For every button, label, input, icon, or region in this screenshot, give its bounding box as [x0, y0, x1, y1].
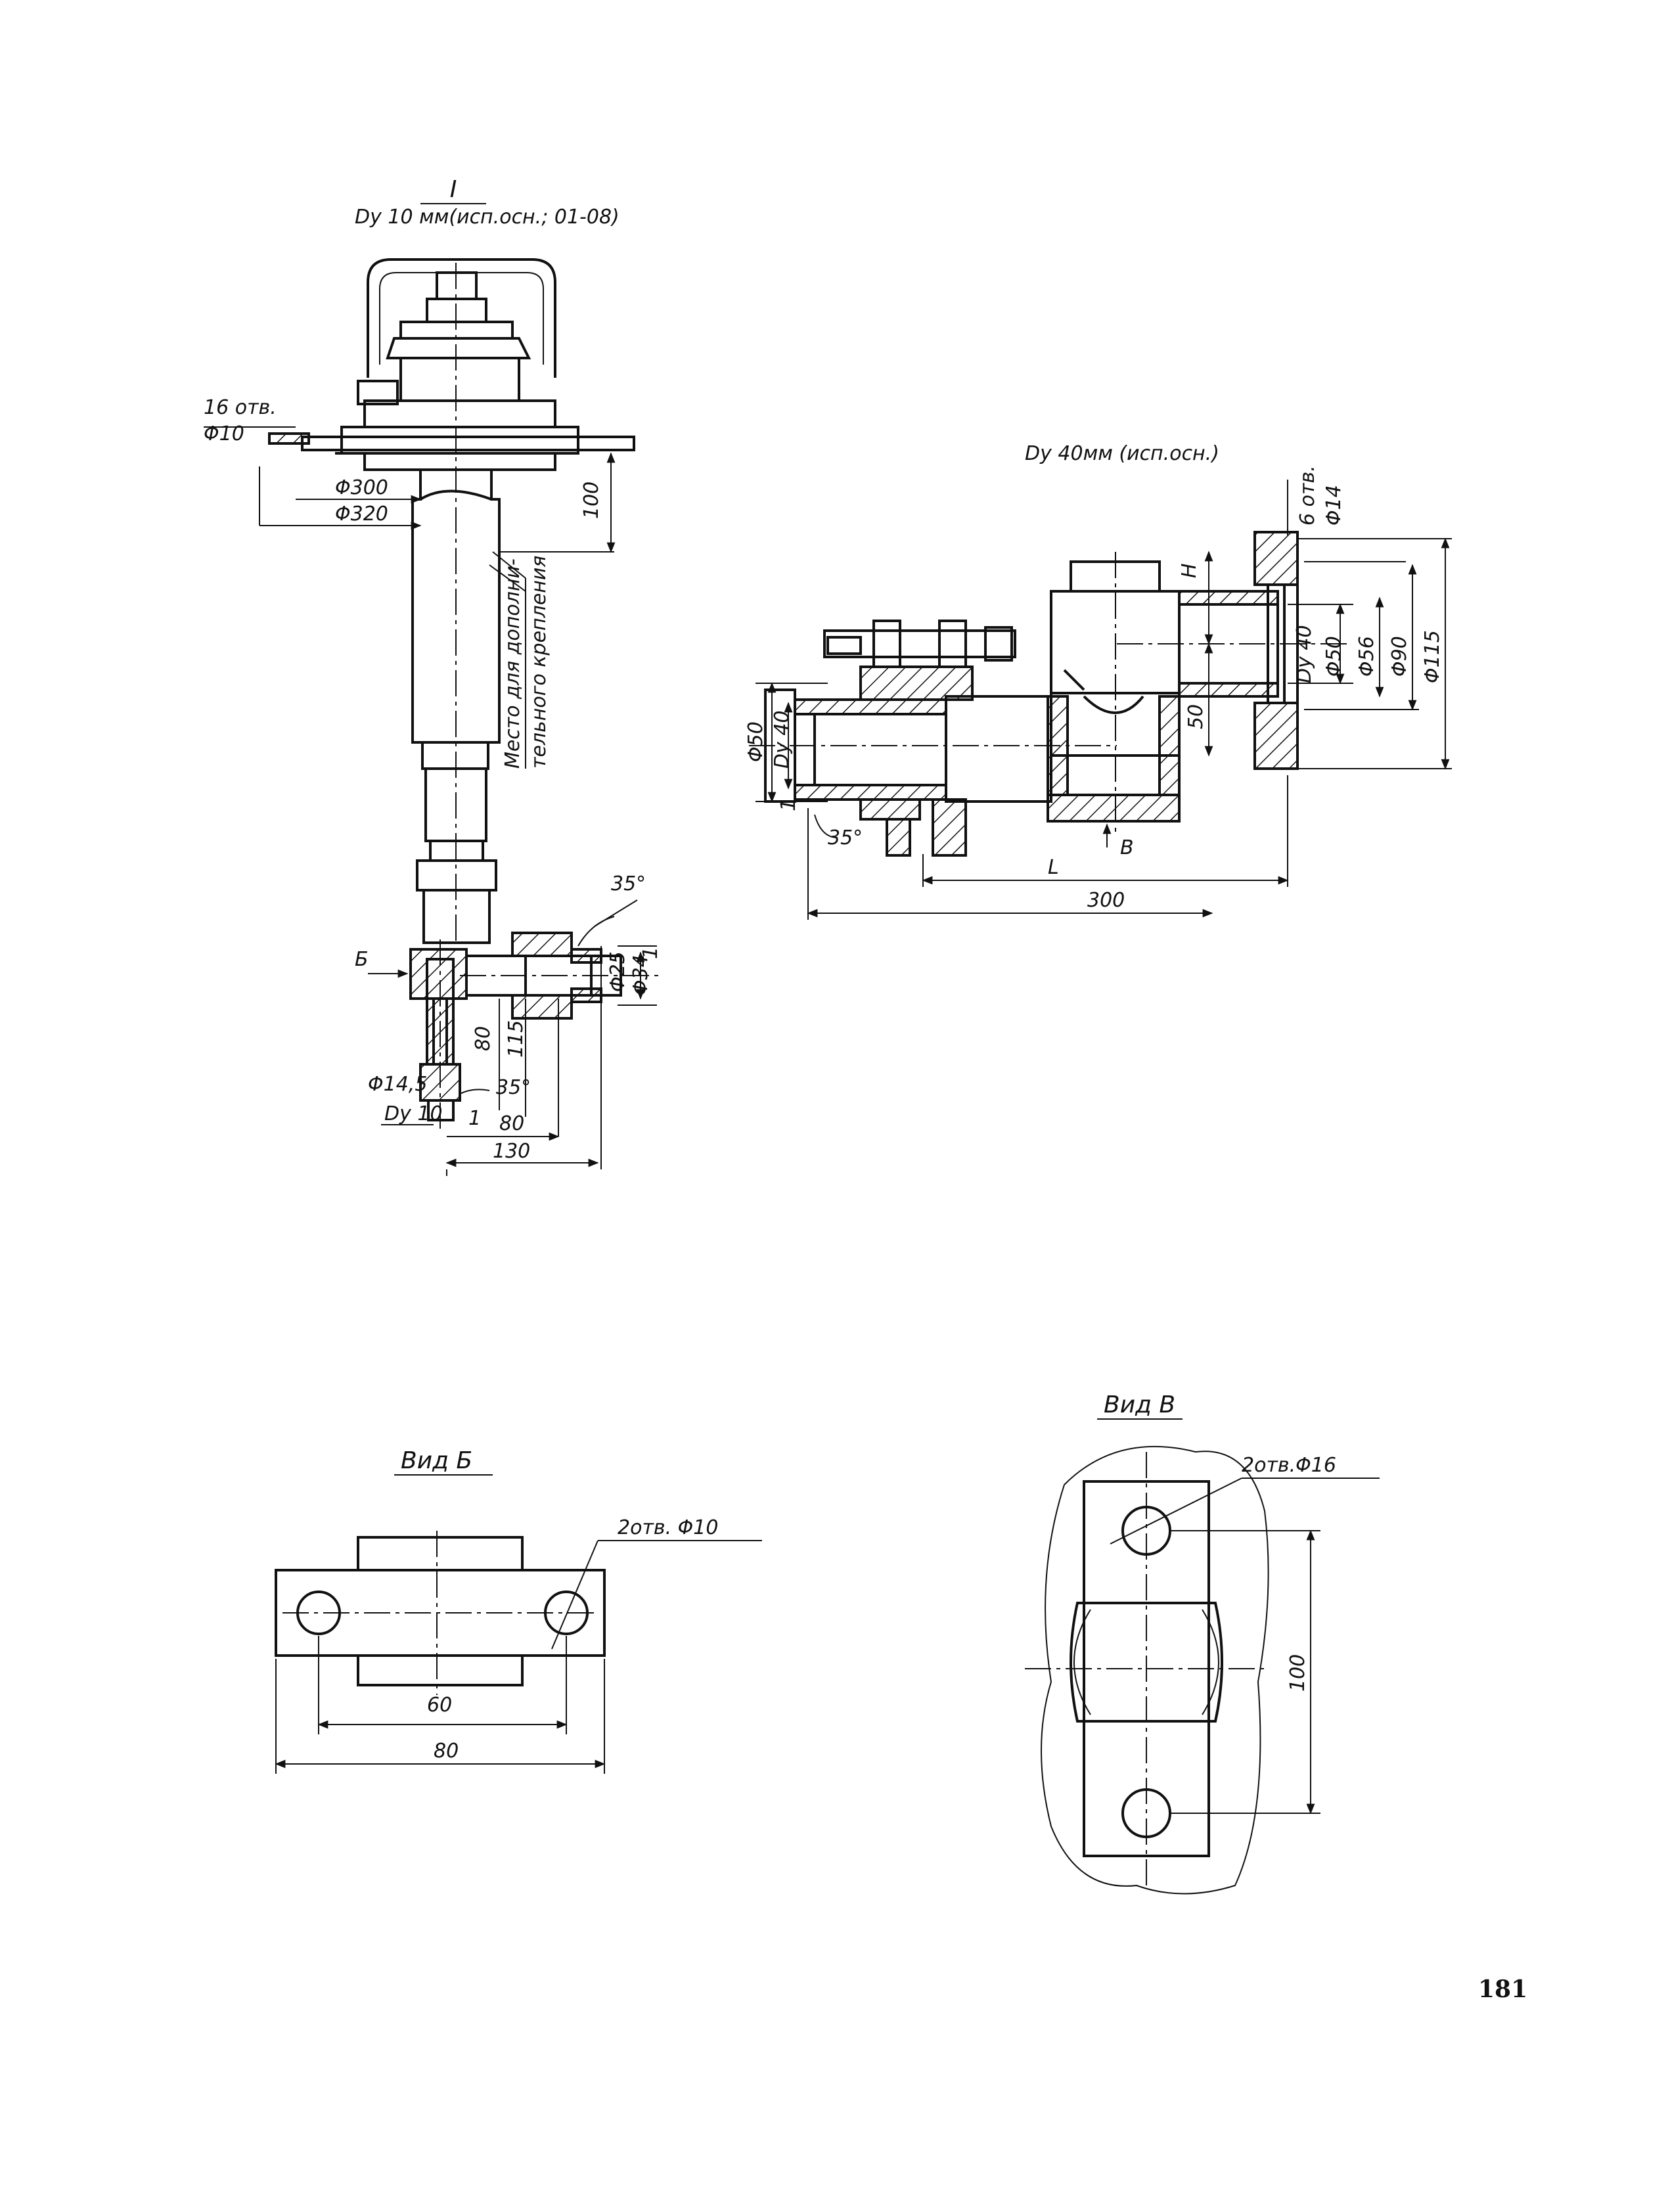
dy40-dim-1: 1: [777, 799, 800, 811]
dia-14-5-label: Φ14,5: [368, 1073, 427, 1096]
dim-1-top-label: 1: [639, 947, 662, 959]
view-b-dim-80: 80: [434, 1740, 459, 1763]
hole-dia-label: Φ10: [204, 422, 244, 445]
dim-115-label: 115: [505, 1020, 528, 1058]
dim-l: L: [1048, 856, 1059, 879]
dia-50-right: Φ50: [1322, 636, 1345, 677]
dia-25-label: Φ25: [606, 951, 629, 992]
view-b-dim-60: 60: [427, 1694, 452, 1717]
dy40-left: Dy 40: [771, 710, 794, 769]
note-line-1: Место для дополни-: [501, 558, 524, 769]
dia-56: Φ56: [1355, 636, 1378, 677]
view-i-subtitle: Dy 10 мм(исп.осн.; 01-08): [355, 206, 620, 229]
angle-bottom-label: 35°: [496, 1076, 531, 1099]
dy40-hole-dia: Φ14: [1322, 485, 1345, 526]
dia-300-label: Φ300: [335, 476, 388, 499]
view-b-title: Вид Б: [401, 1447, 472, 1474]
view-dy40: [749, 480, 1452, 920]
dim-1-label: 1: [468, 1107, 481, 1130]
view-i-title: I: [450, 176, 457, 203]
view-i: [204, 258, 664, 1176]
holes-label: 16 отв.: [204, 396, 277, 419]
view-v: [1025, 1445, 1380, 1895]
view-b: [275, 1531, 762, 1774]
label-b: Б: [355, 948, 369, 971]
label-v: В: [1120, 836, 1134, 859]
view-v-holes: 2отв.Φ16: [1242, 1454, 1336, 1477]
view-v-dim-100: 100: [1286, 1654, 1309, 1692]
dim-130-label: 130: [493, 1140, 530, 1163]
dim-50: 50: [1184, 704, 1207, 729]
dia-115: Φ115: [1421, 630, 1444, 683]
view-v-title: Вид В: [1104, 1391, 1175, 1418]
angle-top-label: 35°: [611, 872, 646, 895]
dia-50-left: Φ50: [744, 721, 767, 762]
dim-100-label: 100: [580, 482, 603, 519]
dy10-label: Dy 10: [384, 1102, 443, 1125]
note-line-2: тельного крепления: [528, 556, 551, 769]
dia-90: Φ90: [1388, 636, 1411, 677]
dy40-angle: 35°: [828, 826, 863, 849]
dim-300: 300: [1087, 889, 1125, 912]
dy40-title: Dy 40мм (исп.осн.): [1025, 442, 1219, 465]
dim-80-label: 80: [499, 1112, 524, 1135]
dy40-holes: 6 отв.: [1296, 465, 1319, 526]
dim-h: H: [1178, 563, 1201, 578]
view-b-holes: 2отв. Φ10: [618, 1516, 718, 1539]
dia-320-label: Φ320: [335, 503, 388, 526]
dia-34-label: Φ34: [629, 955, 652, 995]
dim-80-v-label: 80: [472, 1026, 495, 1051]
dy40-right: Dy 40: [1293, 625, 1316, 683]
page-number: 181: [1478, 1975, 1527, 2003]
